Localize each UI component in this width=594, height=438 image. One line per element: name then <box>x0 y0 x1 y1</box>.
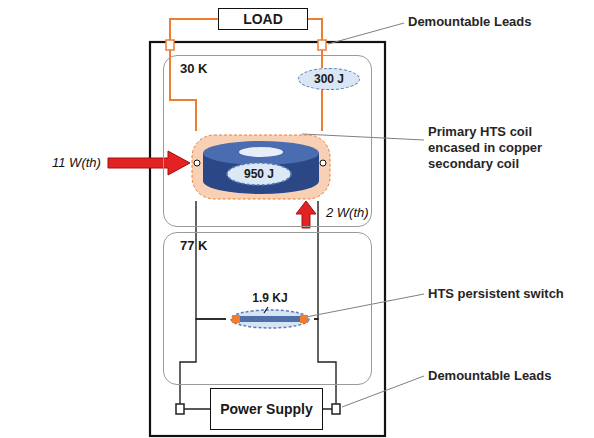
switch-tape <box>232 316 308 322</box>
switch-joint <box>300 315 308 323</box>
hts-coil: 950 J <box>191 131 331 201</box>
wire <box>314 201 318 319</box>
cryostat-housing <box>150 42 385 436</box>
wire <box>196 201 226 319</box>
copper-secondary-coil <box>192 135 330 199</box>
switch-joint <box>232 315 240 323</box>
energy-ellipse: 300 J <box>298 68 360 90</box>
lead-symbol <box>332 404 340 414</box>
part-label: Demountable Leads <box>428 368 552 384</box>
node-text: Power Supply <box>220 401 313 417</box>
node-text: 30 K <box>180 61 207 76</box>
load-box: LOAD <box>218 8 308 30</box>
wire <box>170 19 218 131</box>
power-supply-box: Power Supply <box>210 388 323 430</box>
leader-line <box>342 376 424 407</box>
demountable-lead-symbols <box>166 40 340 414</box>
energy-ellipse <box>231 310 309 328</box>
part-label: Primary HTS coil encased in copper secon… <box>428 124 573 172</box>
pointer-line <box>264 307 268 313</box>
part-label: Demountable Leads <box>408 14 532 30</box>
persistent-switch: 1.9 KJ <box>226 293 314 329</box>
lead-symbol <box>166 40 174 50</box>
coil-top <box>203 141 319 165</box>
heat-arrow <box>296 201 316 228</box>
lead-symbol <box>176 404 184 414</box>
part-label: HTS persistent switch <box>428 286 564 302</box>
wire <box>321 90 323 131</box>
lead-symbol <box>318 40 326 50</box>
heat-load-label: 2 W(th) <box>326 205 369 221</box>
leader-lines <box>302 23 424 407</box>
node-text: 1.9 KJ <box>226 291 314 305</box>
coil-terminal <box>320 160 326 166</box>
node-text: 77 K <box>180 238 207 253</box>
coil-illustration <box>191 131 331 201</box>
coil-terminal <box>194 160 200 166</box>
node-text: 300 J <box>314 72 344 86</box>
leader-line <box>306 294 424 317</box>
coil-bore <box>239 147 283 157</box>
node-text: LOAD <box>243 11 283 27</box>
heat-arrow <box>108 151 190 175</box>
heat-load-label: 11 W(th) <box>52 155 101 171</box>
stage-region: 77 K 1.9 KJ <box>163 232 372 385</box>
stage-region: 30 K 300 J 950 J <box>163 55 372 227</box>
leader-line <box>328 23 404 44</box>
node-text: 950 J <box>191 166 327 182</box>
